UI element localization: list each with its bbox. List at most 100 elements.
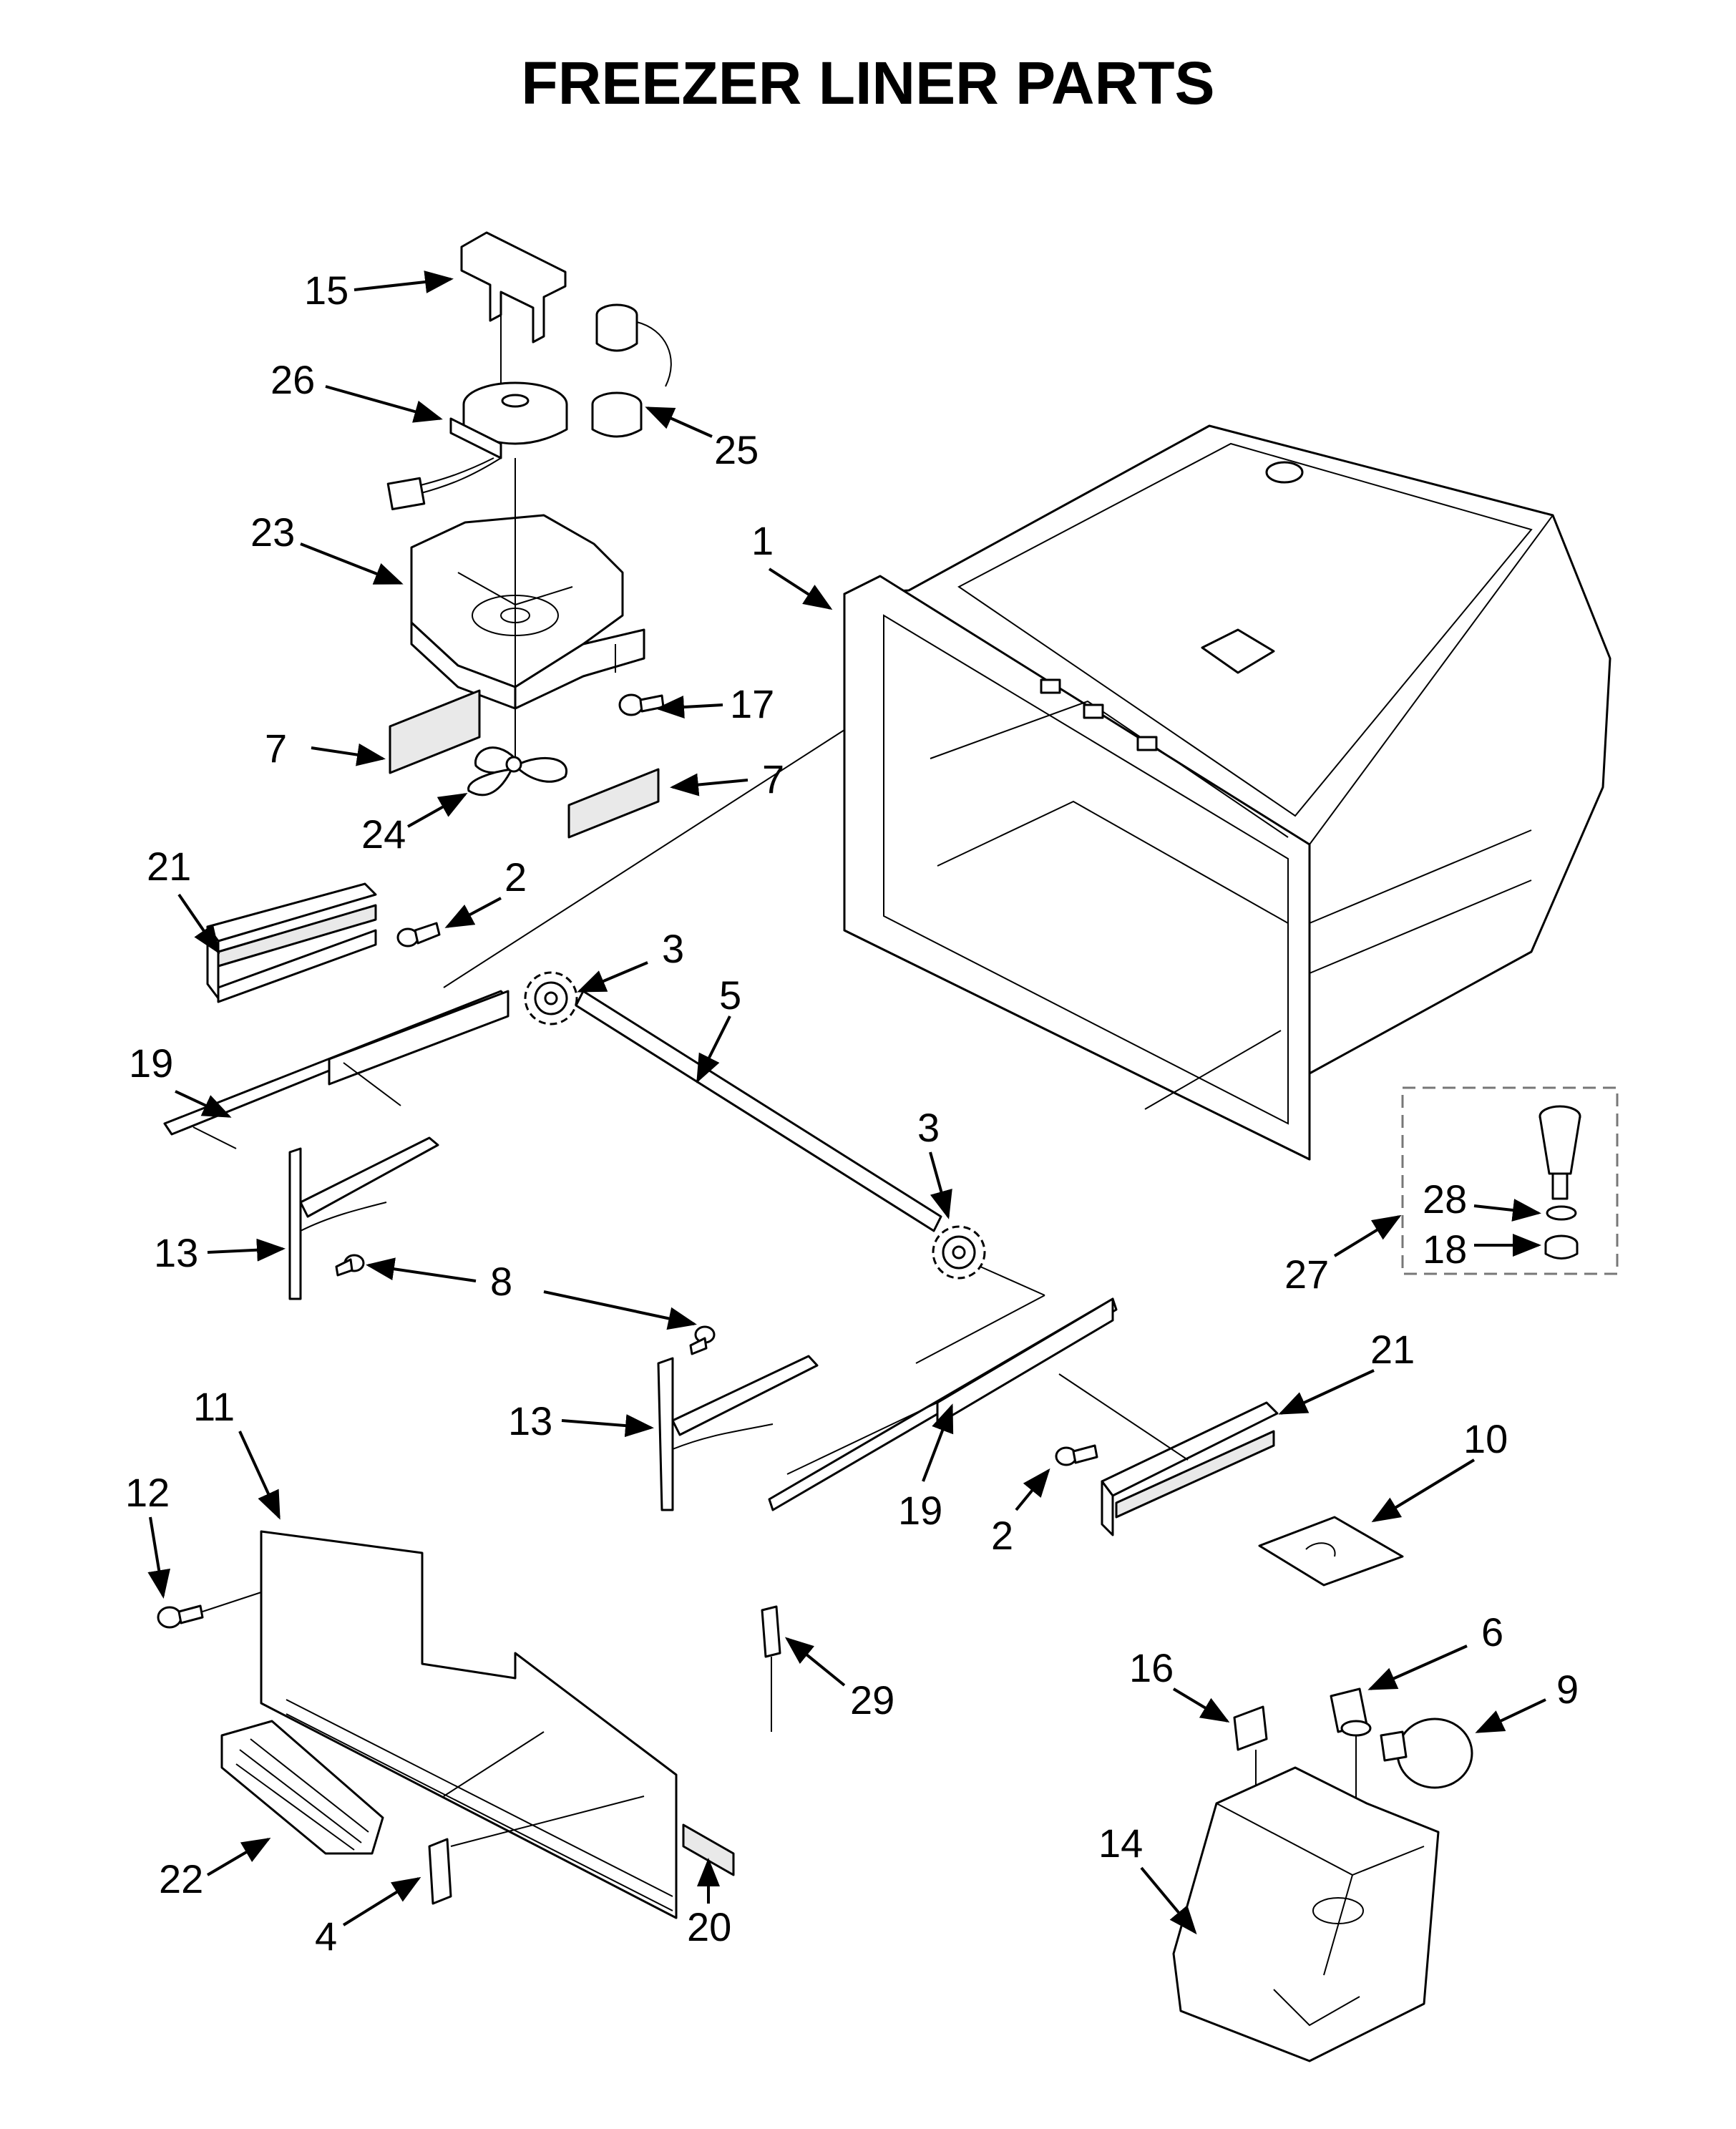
leader-19 xyxy=(175,1090,232,1118)
leader-29 xyxy=(784,1637,846,1687)
callout-13: 13 xyxy=(154,1230,198,1275)
part-28-o-ring xyxy=(1546,1205,1577,1221)
leader-22 xyxy=(206,1837,271,1876)
part-2-screw-right xyxy=(1055,1444,1098,1466)
callout-5: 5 xyxy=(719,973,741,1018)
leader-25 xyxy=(645,406,713,438)
part-3-gear-lower xyxy=(915,1225,1045,1364)
part-22-grille xyxy=(220,1720,384,1855)
leader-21 xyxy=(177,893,220,955)
leader-13 xyxy=(561,1414,654,1438)
leader-10 xyxy=(1371,1458,1476,1523)
leader-13 xyxy=(207,1238,286,1262)
callout-21: 21 xyxy=(147,844,191,889)
leader-3 xyxy=(929,1151,952,1219)
callout-25: 25 xyxy=(714,427,759,472)
part-26-fan-motor xyxy=(386,381,568,511)
callout-28: 28 xyxy=(1423,1176,1467,1222)
leader-24 xyxy=(407,793,468,828)
callout-14: 14 xyxy=(1098,1821,1143,1866)
part-13-bracket-right xyxy=(657,1355,819,1511)
leader-arrows xyxy=(147,271,1546,1935)
callout-13: 13 xyxy=(508,1398,552,1443)
part-12-screw xyxy=(157,1592,262,1629)
leader-8 xyxy=(543,1290,697,1330)
part-3-gear-upper xyxy=(524,971,578,1025)
part-10-label xyxy=(1258,1516,1404,1587)
leader-11 xyxy=(238,1431,281,1520)
callout-2: 2 xyxy=(504,854,527,900)
part-19-slide-left xyxy=(163,990,509,1149)
part-7-foam-pad-right xyxy=(567,768,660,839)
callout-24: 24 xyxy=(361,812,406,857)
callout-16: 16 xyxy=(1129,1645,1174,1690)
callout-29: 29 xyxy=(850,1677,894,1723)
callout-19: 19 xyxy=(129,1041,173,1086)
leader-9 xyxy=(1475,1698,1546,1733)
part-29-thermistor xyxy=(761,1605,781,1732)
part-7-foam-pad-left xyxy=(389,689,481,774)
part-8-screw-right xyxy=(689,1325,716,1355)
callout-22: 22 xyxy=(159,1856,203,1901)
part-11-panel xyxy=(260,1530,678,1919)
leader-21 xyxy=(1278,1369,1375,1415)
callout-20: 20 xyxy=(687,1904,731,1949)
callout-12: 12 xyxy=(125,1470,170,1515)
leader-5 xyxy=(696,1015,731,1083)
callout-19: 19 xyxy=(898,1488,942,1533)
part-8-screw-left xyxy=(335,1254,365,1277)
diagram-title: FREEZER LINER PARTS xyxy=(521,49,1214,117)
leader-2 xyxy=(1015,1468,1050,1511)
leader-19 xyxy=(922,1403,954,1482)
part-13-bracket-left xyxy=(288,1136,439,1300)
callout-7: 7 xyxy=(762,756,784,802)
leader-8 xyxy=(366,1257,477,1282)
leader-23 xyxy=(300,542,404,585)
leader-2 xyxy=(444,897,502,928)
leader-16 xyxy=(1172,1687,1230,1723)
part-17-screw xyxy=(618,693,665,716)
leader-27 xyxy=(1333,1214,1402,1257)
part-15-bracket xyxy=(460,231,567,401)
leader-3 xyxy=(577,961,648,993)
leader-7 xyxy=(311,743,386,766)
leader-15 xyxy=(353,271,454,293)
callout-21: 21 xyxy=(1370,1327,1415,1372)
callout-11: 11 xyxy=(193,1384,235,1429)
part-9-light-bulb xyxy=(1380,1718,1473,1789)
part-27-kit-box xyxy=(1401,1086,1619,1275)
callout-26: 26 xyxy=(270,357,315,402)
leader-28 xyxy=(1473,1199,1541,1222)
callout-27: 27 xyxy=(1284,1252,1329,1297)
part-2-screw-left xyxy=(396,922,441,947)
part-4-clip xyxy=(428,1796,645,1905)
part-20-strip xyxy=(682,1823,735,1876)
callout-2: 2 xyxy=(991,1513,1013,1558)
callout-1: 1 xyxy=(751,518,774,563)
callout-3: 3 xyxy=(662,926,684,971)
callout-17: 17 xyxy=(730,681,774,726)
callout-23: 23 xyxy=(250,510,295,555)
part-19-slide-right xyxy=(768,1297,1118,1511)
part-14-light-housing xyxy=(1172,1766,1440,2062)
callout-labels: 1 2 2 3 3 4 5 6 7 7 8 9 10 11 12 13 13 1… xyxy=(125,268,1579,1959)
leader-7 xyxy=(670,773,748,796)
callout-8: 8 xyxy=(490,1259,512,1304)
leader-14 xyxy=(1140,1866,1197,1935)
callout-9: 9 xyxy=(1556,1667,1579,1712)
leader-17 xyxy=(655,696,723,718)
callout-6: 6 xyxy=(1481,1609,1503,1655)
part-21-slide-rail-left xyxy=(206,882,377,1003)
callout-7: 7 xyxy=(265,726,287,771)
leader-26 xyxy=(325,385,443,423)
part-1-freezer-liner xyxy=(443,424,1611,1161)
part-24-fan-blade xyxy=(467,746,568,796)
leader-4 xyxy=(342,1876,421,1926)
part-23-fan-housing xyxy=(410,458,645,759)
part-5-shaft xyxy=(575,990,942,1232)
callout-15: 15 xyxy=(304,268,348,313)
callout-3: 3 xyxy=(917,1105,940,1150)
callout-10: 10 xyxy=(1463,1416,1508,1461)
callout-4: 4 xyxy=(315,1914,337,1959)
